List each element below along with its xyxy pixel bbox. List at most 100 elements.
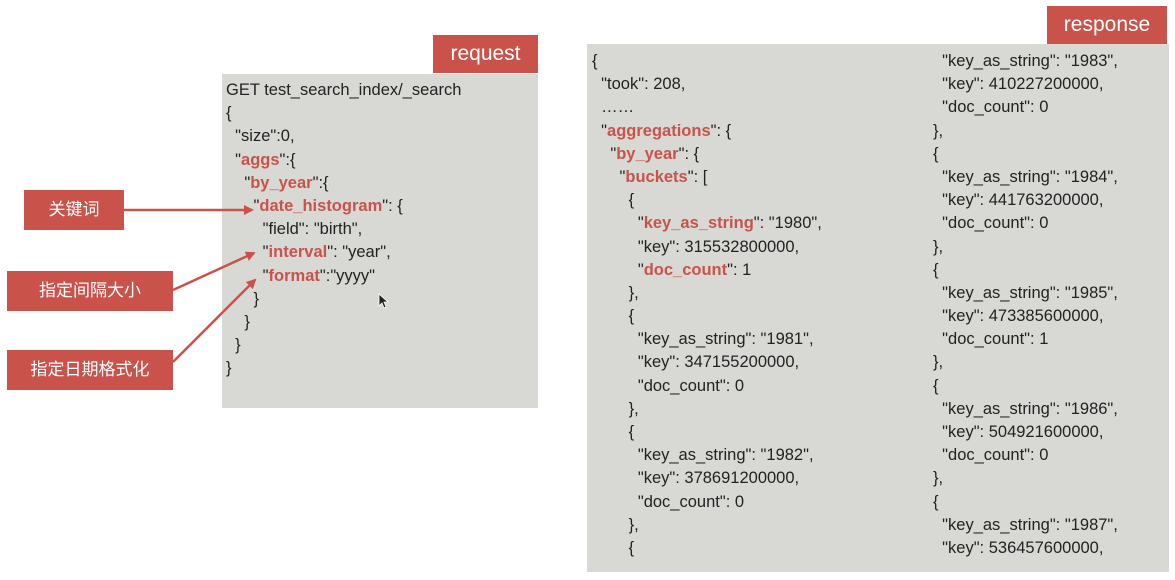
code-text: {: [592, 52, 598, 70]
code-line: "key_as_string": "1985",: [933, 282, 1118, 305]
code-line: {: [933, 143, 1118, 166]
code-text: "key": 315532800000,: [592, 237, 800, 256]
code-line: "aggregations": {: [592, 120, 822, 143]
code-line: },: [592, 514, 822, 537]
code-line: "size":0,: [226, 125, 461, 148]
code-text: "key": 410227200000,: [933, 75, 1104, 94]
code-line: },: [933, 120, 1118, 143]
code-line: },: [592, 398, 822, 421]
code-text: ": "year",: [327, 243, 391, 262]
code-text: "doc_count": 1: [933, 330, 1049, 349]
code-line: }: [226, 357, 461, 380]
code-text: {: [592, 423, 635, 441]
code-text: {: [933, 376, 939, 395]
code-text: "doc_count": 0: [592, 376, 745, 395]
code-text: ": "1980",: [753, 214, 822, 233]
code-line: }: [226, 334, 461, 357]
code-text: "key_as_string": "1984",: [933, 167, 1118, 186]
code-keyword: doc_count: [643, 260, 728, 279]
code-text: "doc_count": 0: [933, 98, 1049, 117]
code-text: {: [933, 260, 939, 279]
code-text: }: [226, 312, 250, 331]
code-text: "doc_count": 0: [592, 492, 745, 511]
keyword-annotation-label: 关键词: [24, 190, 124, 230]
code-text: ": [226, 243, 269, 262]
code-text: },: [592, 283, 639, 302]
code-line: "interval": "year",: [226, 241, 461, 264]
code-text: ": [592, 260, 644, 279]
code-line: "key_as_string": "1981",: [592, 328, 822, 351]
code-line: "doc_count": 0: [933, 212, 1118, 235]
code-keyword: aggregations: [607, 121, 711, 140]
code-line: ……: [592, 96, 822, 119]
code-line: "doc_count": 0: [592, 375, 822, 398]
code-line: "key": 378691200000,: [592, 467, 822, 490]
code-text: "field": "birth",: [226, 220, 363, 239]
code-text: GET test_search_index/_search: [226, 81, 462, 99]
format-arrow: [172, 278, 257, 363]
code-text: ": [592, 167, 626, 186]
code-text: "key_as_string": "1987",: [933, 515, 1118, 534]
code-text: "took": 208,: [592, 75, 686, 94]
code-text: ": [592, 144, 617, 163]
code-text: ": [: [687, 167, 708, 186]
code-line: "key": 536457600000,: [933, 537, 1118, 560]
code-text: "doc_count": 0: [933, 446, 1049, 465]
code-line: GET test_search_index/_search: [226, 79, 461, 102]
interval-annotation-label: 指定间隔大小: [7, 271, 173, 311]
code-line: "key_as_string": "1983",: [933, 50, 1118, 73]
code-text: "size":0,: [226, 127, 295, 146]
code-line: {: [592, 537, 822, 560]
code-text: ": {: [710, 121, 732, 140]
code-text: ":{: [312, 173, 329, 192]
code-line: "aggs":{: [226, 149, 461, 172]
code-line: "doc_count": 0: [933, 96, 1118, 119]
code-line: {: [592, 305, 822, 328]
response-tab: response: [1047, 6, 1167, 44]
code-line: "key": 441763200000,: [933, 189, 1118, 212]
code-text: "key": 504921600000,: [933, 423, 1104, 441]
response-code-left-column: { "took": 208, …… "aggregations": { "by_…: [592, 50, 822, 560]
format-annotation-label: 指定日期格式化: [7, 350, 173, 390]
code-keyword: date_histogram: [259, 196, 383, 215]
code-line: {: [933, 375, 1118, 398]
code-text: },: [933, 237, 944, 256]
code-text: },: [933, 469, 944, 488]
code-text: "doc_count": 0: [933, 214, 1049, 233]
code-line: },: [933, 351, 1118, 374]
code-line: "took": 208,: [592, 73, 822, 96]
code-text: ": [226, 266, 269, 285]
code-text: ": [226, 173, 251, 192]
code-line: "key_as_string": "1982",: [592, 444, 822, 467]
code-text: ……: [592, 98, 635, 117]
code-text: ": 1: [727, 260, 752, 279]
code-text: ": [592, 121, 608, 140]
code-line: "doc_count": 1: [933, 328, 1118, 351]
code-line: "doc_count": 0: [592, 491, 822, 514]
request-tab: request: [433, 35, 538, 73]
code-text: "key": 441763200000,: [933, 191, 1104, 210]
code-line: "key_as_string": "1987",: [933, 514, 1118, 537]
code-line: "field": "birth",: [226, 218, 461, 241]
code-text: }: [226, 289, 260, 308]
code-line: },: [933, 467, 1118, 490]
code-keyword: interval: [268, 243, 328, 262]
code-line: },: [933, 236, 1118, 259]
code-text: "key_as_string": "1985",: [933, 283, 1118, 302]
code-line: "key_as_string": "1980",: [592, 212, 822, 235]
code-line: }: [226, 288, 461, 311]
code-line: {: [933, 259, 1118, 282]
code-text: "key": 473385600000,: [933, 307, 1104, 326]
code-text: "key": 347155200000,: [592, 353, 800, 372]
code-line: {: [592, 189, 822, 212]
code-line: "doc_count": 1: [592, 259, 822, 282]
code-text: ":{: [279, 150, 296, 169]
code-text: },: [592, 515, 639, 534]
code-text: ": [226, 150, 242, 169]
code-line: "by_year":{: [226, 172, 461, 195]
interval-arrow: [172, 251, 256, 292]
code-text: "key_as_string": "1981",: [592, 330, 814, 349]
code-line: "buckets": [: [592, 166, 822, 189]
code-text: },: [933, 353, 944, 372]
code-line: "by_year": {: [592, 143, 822, 166]
